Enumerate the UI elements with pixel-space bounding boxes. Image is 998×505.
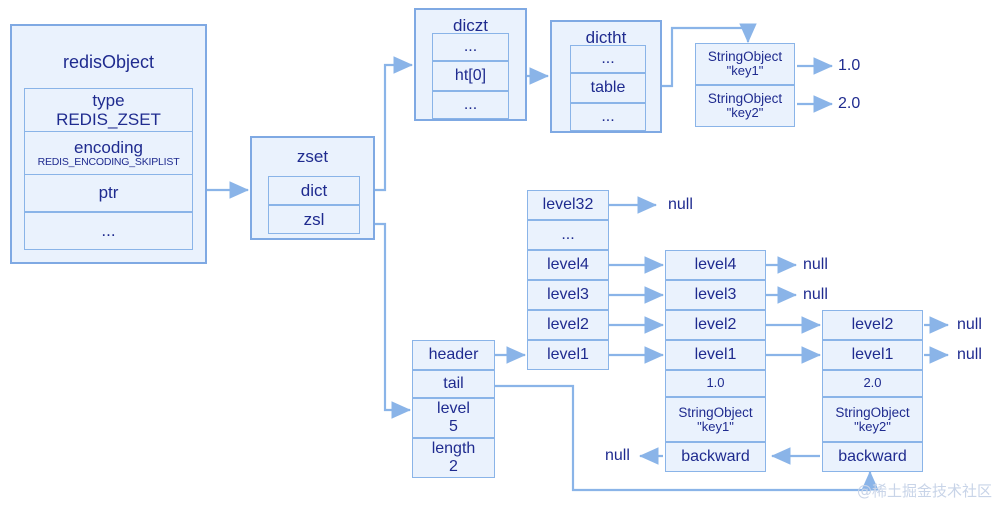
header-node-level4: level4 xyxy=(527,250,609,280)
null-header-level32: null xyxy=(668,196,693,213)
header-node-level32: level32 xyxy=(527,190,609,220)
node1-obj-key: "key1" xyxy=(697,418,734,434)
redis-object-title: redisObject xyxy=(62,52,155,72)
dict-title: diczt xyxy=(453,16,488,35)
row-value-type: REDIS_ZSET xyxy=(56,110,161,129)
header-node-ellipsis: ... xyxy=(527,220,609,250)
dict-row-ht0: ht[0] xyxy=(432,61,509,91)
node2-obj-type: StringObject xyxy=(835,404,910,420)
header-node-level2: level2 xyxy=(527,310,609,340)
node2-level2: level2 xyxy=(822,310,923,340)
redis-object-row-ellipsis: ... xyxy=(24,212,193,250)
null-node2-level2: null xyxy=(957,316,982,333)
node1-level4: level4 xyxy=(665,250,766,280)
row-label-ellipsis: ... xyxy=(101,221,116,241)
node2-backward: backward xyxy=(822,442,923,472)
hash-score-1: 2.0 xyxy=(838,95,861,112)
redis-object-row-type: type REDIS_ZSET xyxy=(24,88,193,132)
redis-object-row-ptr: ptr xyxy=(24,174,193,212)
row-label-encoding: encoding xyxy=(73,137,143,157)
node1-obj-type: StringObject xyxy=(678,404,753,420)
zskiplist-level-label: level xyxy=(437,400,470,418)
row-label-ptr: ptr xyxy=(98,183,119,203)
node2-level1: level1 xyxy=(822,340,923,370)
header-node-level1: level1 xyxy=(527,340,609,370)
node1-level1: level1 xyxy=(665,340,766,370)
dictht-row-table: table xyxy=(570,73,646,103)
dictht-row-0: ... xyxy=(570,45,646,73)
hash-entry-type-1: StringObject xyxy=(707,91,783,107)
zskiplist-length-value: 2 xyxy=(449,458,458,475)
row-label-type: type xyxy=(92,90,125,110)
row-value-encoding: REDIS_ENCODING_SKIPLIST xyxy=(37,155,180,168)
node1-object: StringObject "key1" xyxy=(665,397,766,442)
hash-entry-type-0: StringObject xyxy=(707,49,783,65)
node1-level2: level2 xyxy=(665,310,766,340)
zset-row-zsl: zsl xyxy=(268,205,360,234)
node2-object: StringObject "key2" xyxy=(822,397,923,442)
zskiplist-length-label: length xyxy=(431,440,476,458)
redis-object-row-encoding: encoding REDIS_ENCODING_SKIPLIST xyxy=(24,131,193,175)
zskiplist-row-tail: tail xyxy=(412,370,495,398)
null-node1-backward: null xyxy=(605,447,630,464)
hash-score-0: 1.0 xyxy=(838,57,861,74)
node1-backward: backward xyxy=(665,442,766,472)
hash-entry-key-0: "key1" xyxy=(726,63,764,79)
dictht-title: dictht xyxy=(585,28,627,47)
zskiplist-level-value: 5 xyxy=(449,418,458,435)
dict-row-0: ... xyxy=(432,33,509,61)
null-node2-level1: null xyxy=(957,346,982,363)
watermark: @稀土掘金技术社区 xyxy=(856,482,992,500)
node2-score: 2.0 xyxy=(822,370,923,397)
dict-row-2: ... xyxy=(432,91,509,119)
hash-entry-key2: StringObject "key2" xyxy=(695,85,795,127)
hash-entry-key-1: "key2" xyxy=(726,105,764,121)
zset-title: zset xyxy=(296,147,329,166)
null-node1-level3: null xyxy=(803,286,828,303)
zset-row-dict: dict xyxy=(268,176,360,205)
node2-obj-key: "key2" xyxy=(854,418,891,434)
null-node1-level4: null xyxy=(803,256,828,273)
hash-entry-key1: StringObject "key1" xyxy=(695,43,795,85)
header-node-level3: level3 xyxy=(527,280,609,310)
node1-level3: level3 xyxy=(665,280,766,310)
zskiplist-row-level: level 5 xyxy=(412,398,495,438)
dictht-row-2: ... xyxy=(570,103,646,131)
node1-score: 1.0 xyxy=(665,370,766,397)
zskiplist-row-header: header xyxy=(412,340,495,370)
zskiplist-row-length: length 2 xyxy=(412,438,495,478)
